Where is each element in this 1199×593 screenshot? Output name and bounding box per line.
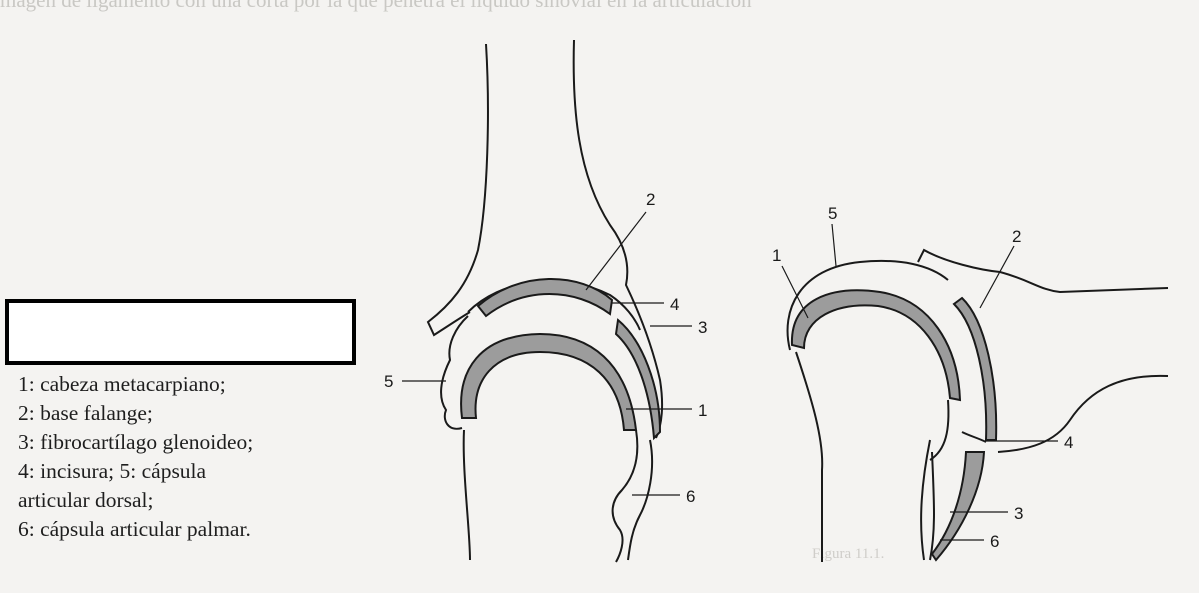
legend-line-3: 3: fibrocartílago glenoideo; bbox=[18, 430, 254, 454]
left-label-4: 4 bbox=[670, 295, 679, 314]
right-cartilage-fibro-lower bbox=[930, 451, 986, 562]
right-head-neck-right bbox=[929, 399, 950, 461]
left-metacarpal-outline bbox=[426, 43, 489, 337]
right-number-labels: 5 1 2 4 3 6 bbox=[772, 204, 1073, 551]
left-label-5: 5 bbox=[384, 372, 393, 391]
right-cartilage-head bbox=[790, 289, 962, 402]
right-label-4: 4 bbox=[1064, 433, 1073, 452]
left-label-1: 1 bbox=[698, 401, 707, 420]
legend-line-6: 6: cápsula articular palmar. bbox=[18, 517, 251, 541]
right-incisura bbox=[961, 431, 987, 443]
legend-line-4: 4: incisura; 5: cápsula bbox=[18, 459, 207, 483]
left-metacarpal-right-outline bbox=[572, 39, 664, 439]
left-cartilage-head bbox=[460, 332, 638, 431]
faint-header-text: magen de ligamento con una corta por la … bbox=[0, 0, 752, 12]
right-cartilage-fibro bbox=[952, 296, 998, 441]
left-dorsal-capsule bbox=[440, 315, 469, 430]
redaction-box bbox=[5, 299, 356, 365]
left-label-3: 3 bbox=[698, 318, 707, 337]
left-label-2: 2 bbox=[646, 190, 655, 209]
left-cartilage-fibro bbox=[614, 318, 662, 441]
left-palmar-capsule bbox=[627, 439, 654, 561]
right-palmar-capsule bbox=[920, 439, 935, 561]
legend: 1: cabeza metacarpiano; 2: base falange;… bbox=[18, 370, 348, 544]
faint-caption: Figura 11.1. bbox=[812, 546, 885, 562]
right-phalanx-bottom bbox=[997, 374, 1169, 453]
left-leader-lines bbox=[402, 211, 692, 496]
right-dorsal-capsule bbox=[786, 259, 949, 351]
legend-line-5: articular dorsal; bbox=[18, 488, 154, 512]
legend-line-1: 1: cabeza metacarpiano; bbox=[18, 372, 226, 396]
legend-line-2: 2: base falange; bbox=[18, 401, 153, 425]
right-label-2: 2 bbox=[1012, 227, 1021, 246]
right-head-neck-left bbox=[795, 351, 824, 562]
left-joint-diagram bbox=[426, 39, 664, 563]
left-number-labels: 2 4 3 1 5 6 bbox=[384, 190, 707, 506]
left-cartilage-phalanx bbox=[476, 278, 614, 318]
right-label-5: 5 bbox=[828, 204, 837, 223]
left-head-neck bbox=[462, 429, 471, 561]
left-label-6: 6 bbox=[686, 487, 695, 506]
right-phalanx-top bbox=[917, 248, 1169, 294]
right-label-6: 6 bbox=[990, 532, 999, 551]
right-label-3: 3 bbox=[1014, 504, 1023, 523]
left-head-neck-right bbox=[611, 429, 639, 563]
right-label-1: 1 bbox=[772, 246, 781, 265]
right-leader-lines bbox=[781, 223, 1058, 541]
